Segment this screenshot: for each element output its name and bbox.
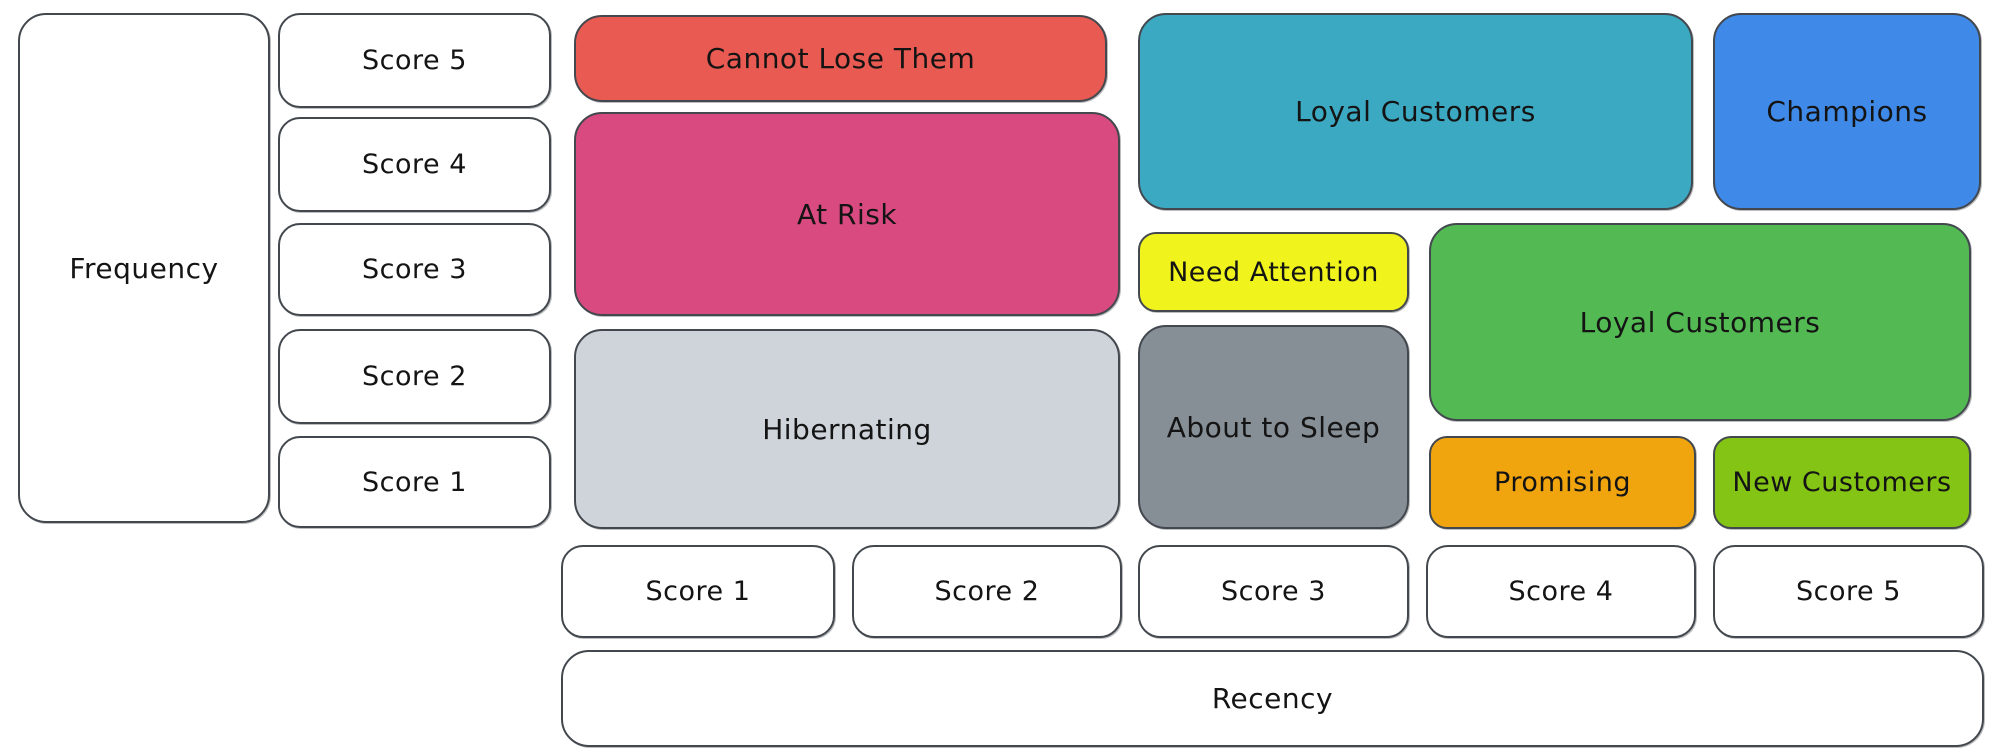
segment-about-to-sleep-label: About to Sleep — [1166, 410, 1381, 444]
frequency-score-2: Score 2 — [278, 329, 551, 424]
segment-loyal-customers-teal-label: Loyal Customers — [1295, 95, 1536, 128]
segment-new-customers-label: New Customers — [1732, 467, 1952, 498]
segment-hibernating: Hibernating — [574, 329, 1120, 529]
frequency-score-3: Score 3 — [278, 223, 551, 316]
recency-score-2: Score 2 — [852, 545, 1122, 638]
segment-cannot-lose-them: Cannot Lose Them — [574, 15, 1107, 102]
segment-promising-label: Promising — [1494, 467, 1631, 498]
recency-score-4-text: Score 4 — [1508, 576, 1614, 607]
recency-axis-label: Recency — [561, 650, 1984, 747]
segment-loyal-customers-green: Loyal Customers — [1429, 223, 1971, 421]
segment-at-risk-label: At Risk — [796, 197, 898, 231]
frequency-score-4-text: Score 4 — [362, 149, 467, 180]
segment-champions: Champions — [1713, 13, 1981, 210]
segment-new-customers: New Customers — [1713, 436, 1971, 529]
frequency-axis-label: Frequency — [18, 13, 270, 523]
segment-promising: Promising — [1429, 436, 1696, 529]
segment-need-attention: Need Attention — [1138, 232, 1409, 312]
frequency-score-3-text: Score 3 — [362, 254, 467, 285]
segment-cannot-lose-them-label: Cannot Lose Them — [705, 42, 976, 75]
recency-score-5-text: Score 5 — [1796, 576, 1901, 607]
segment-need-attention-label: Need Attention — [1168, 256, 1379, 288]
segment-loyal-customers-green-label: Loyal Customers — [1579, 305, 1821, 339]
recency-score-1: Score 1 — [561, 545, 835, 638]
frequency-axis-text: Frequency — [69, 251, 219, 285]
segment-about-to-sleep: About to Sleep — [1138, 325, 1409, 529]
frequency-score-4: Score 4 — [278, 117, 551, 212]
segment-champions-label: Champions — [1766, 95, 1928, 128]
recency-score-3-text: Score 3 — [1221, 576, 1326, 607]
segment-loyal-customers-teal: Loyal Customers — [1138, 13, 1693, 210]
frequency-score-5-text: Score 5 — [362, 45, 467, 76]
recency-score-2-text: Score 2 — [934, 576, 1040, 607]
frequency-score-1: Score 1 — [278, 436, 551, 528]
recency-score-4: Score 4 — [1426, 545, 1696, 638]
recency-score-1-text: Score 1 — [645, 576, 751, 607]
recency-score-5: Score 5 — [1713, 545, 1984, 638]
frequency-score-2-text: Score 2 — [362, 361, 467, 392]
segment-hibernating-label: Hibernating — [762, 412, 932, 446]
frequency-score-5: Score 5 — [278, 13, 551, 108]
recency-axis-text: Recency — [1211, 682, 1334, 715]
recency-score-3: Score 3 — [1138, 545, 1409, 638]
frequency-score-1-text: Score 1 — [362, 466, 467, 498]
segment-at-risk: At Risk — [574, 112, 1120, 316]
